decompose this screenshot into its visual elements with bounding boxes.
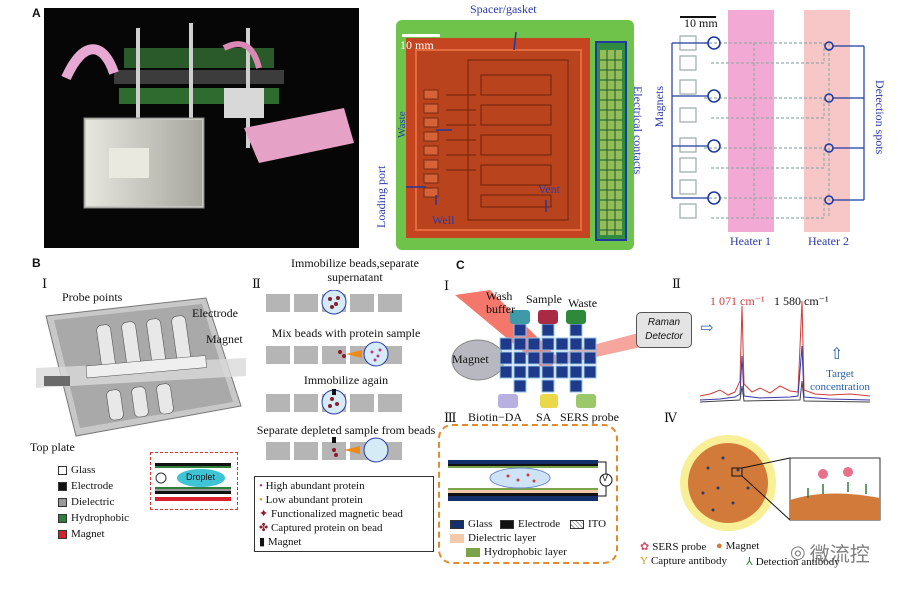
legend-c-detection: ⅄Detection antibody [746, 555, 840, 569]
pcb-chip-image [396, 20, 634, 250]
step-2-label: Mix beads with protein sample [271, 326, 421, 340]
bead-legend-box: • High abundant protein • Low abundant p… [254, 476, 434, 552]
label-top-plate: Top plate [30, 440, 75, 454]
label-target-concentration: Target concentration [810, 368, 870, 393]
step-3-label: Immobilize again [303, 373, 389, 387]
legend-functionalized-bead: ✦ Functionalized magnetic bead [259, 508, 403, 520]
legend-c-ito: ITO [570, 518, 606, 530]
label-magnets: Magnets [652, 86, 666, 128]
label-vent: Vent [538, 182, 560, 196]
raman-spectrum-chart [700, 300, 870, 403]
label-c-sub2: Ⅱ [672, 276, 681, 291]
label-well: Well [432, 213, 455, 227]
legend-captured-protein: ✤ Captured protein on bead [259, 522, 383, 534]
step-4-label: Separate depleted sample from beads [256, 423, 436, 437]
watermark: ◎ 微流控 [790, 542, 870, 566]
bead-steps: Immobilize beads,separate supernatant Mi… [256, 256, 436, 476]
device-photo [44, 8, 359, 248]
legend-dielectric: Dielectric [58, 494, 129, 510]
label-sample: Sample [526, 292, 562, 306]
label-heater-1: Heater 1 [730, 234, 771, 248]
legend-high-abundant: • High abundant protein [259, 480, 365, 492]
legend-c-hydrophobic: Hydrophobic layer [466, 546, 567, 558]
label-c-sub4: Ⅳ [664, 410, 677, 425]
label-sa: SA [536, 410, 552, 424]
legend-magnet-bar: ▮ Magnet [259, 536, 302, 548]
label-heater-2: Heater 2 [808, 234, 849, 248]
raman-detector-box: Raman Detector [636, 312, 692, 348]
label-scale-bar-schematic: 10 mm [684, 16, 718, 30]
label-probe-points: Probe points [62, 290, 123, 304]
label-droplet: Droplet [186, 472, 216, 482]
label-peak-1071: 1 071 cm⁻¹ [710, 294, 765, 308]
legend-c-magnet: ●Magnet [716, 540, 760, 552]
label-voltage: V [602, 473, 609, 483]
panel-label-c: C [456, 258, 465, 272]
label-wash-buffer: Wash buffer [486, 289, 516, 316]
legend-low-abundant: • Low abundant protein [259, 494, 363, 506]
label-spacer-gasket: Spacer/gasket [470, 2, 537, 16]
arrow-up-icon: ⇧ [830, 346, 844, 363]
panel-label-a: A [32, 6, 41, 20]
label-b-sub2: Ⅱ [252, 276, 261, 291]
bead-step-strips [266, 290, 402, 463]
legend-c-electrode: Electrode [500, 518, 560, 530]
label-magnet-c: Magnet [452, 352, 489, 366]
legend-electrode: Electrode [58, 478, 129, 494]
droplet-cross-section [150, 452, 238, 510]
legend-c-dielectric: Dielectric layer [450, 532, 536, 544]
label-b-sub1: Ⅰ [42, 276, 48, 291]
label-electrode-b: Electrode [192, 306, 238, 320]
arrow-right-icon: ⇨ [700, 320, 714, 337]
legend-c-sers-probe: ✿SERS probe [640, 540, 707, 554]
heater-schematic [664, 8, 884, 238]
magnetic-bead-illustration [680, 435, 881, 531]
ewod-device-illustration [36, 296, 246, 446]
label-scale-bar-chip: 10 mm [400, 38, 434, 52]
label-waste-c: Waste [568, 296, 598, 310]
label-c-sub3: Ⅲ [444, 410, 457, 425]
label-sers-probe: SERS probe [560, 410, 620, 424]
label-magnet-b: Magnet [206, 332, 243, 346]
label-detection-spots: Detection spots [873, 80, 887, 155]
layer-legend: Glass Electrode Dielectric Hydrophobic M… [58, 462, 129, 542]
legend-c-glass: Glass [450, 518, 492, 530]
panel-label-b: B [32, 256, 41, 270]
chip-cross-section [438, 424, 618, 564]
label-waste-a: Waste [396, 111, 408, 138]
legend-hydrophobic: Hydrophobic [58, 510, 129, 526]
label-electrical-contacts: Electrical contacts [631, 86, 645, 175]
label-peak-1580: 1 580 cm⁻¹ [774, 294, 829, 308]
label-c-sub1: Ⅰ [444, 278, 450, 293]
cross-section-layers [448, 460, 613, 501]
step-1-label: Immobilize beads,separate supernatant [291, 256, 419, 284]
legend-glass: Glass [58, 462, 129, 478]
legend-magnet: Magnet [58, 526, 129, 542]
wechat-icon: ◎ [790, 542, 806, 562]
label-biotin-da: Biotin−DA [468, 410, 523, 424]
sers-chip-illustration [451, 290, 650, 408]
label-loading-port: Loading port [374, 165, 388, 228]
